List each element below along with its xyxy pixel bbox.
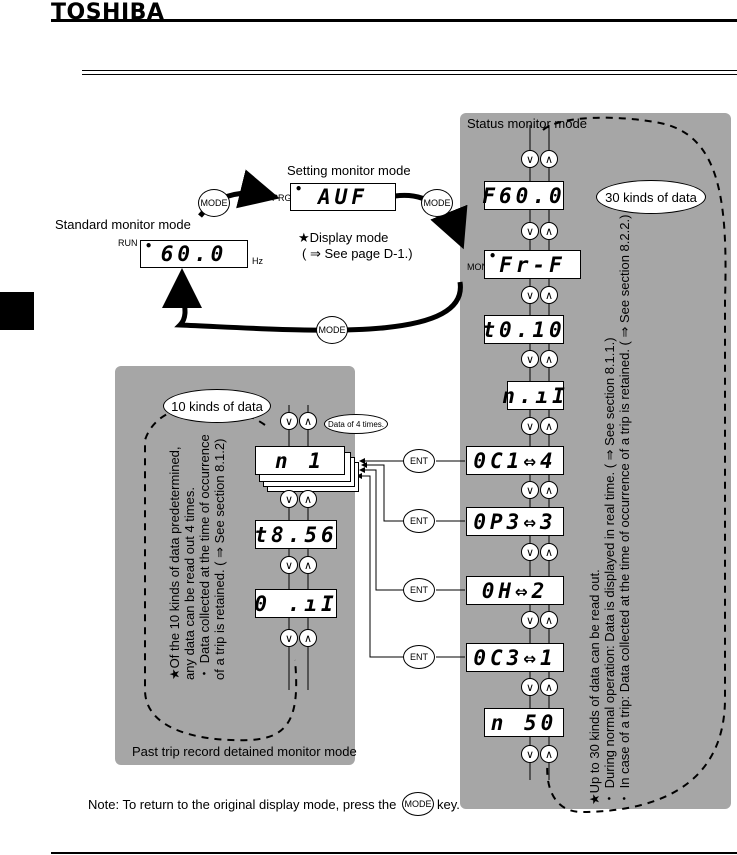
section-rule-lower — [82, 74, 737, 75]
down-button[interactable]: ∨ — [521, 350, 539, 368]
footer-mode-button[interactable]: MODE — [402, 792, 434, 816]
status-display-5: 0C1⇔4 — [466, 446, 564, 475]
see-page-note: ( ⇒ See page D-1.) — [302, 246, 413, 261]
status-display-1: F60.0 — [482, 181, 564, 210]
down-button[interactable]: ∨ — [521, 417, 539, 435]
up-button[interactable]: ∧ — [540, 286, 558, 304]
section-rule — [82, 70, 737, 71]
up-button[interactable]: ∧ — [299, 556, 317, 574]
status-display-9: n 50 — [484, 708, 564, 737]
status-note-1: ★Up to 30 kinds of data can be read out. — [587, 569, 602, 805]
past-note-3: ・ Data collected at the time of occurren… — [197, 434, 212, 680]
ent-button-1[interactable]: ENT — [403, 449, 435, 473]
status-display-6: 0P3⇔3 — [466, 507, 564, 536]
up-button[interactable]: ∧ — [540, 481, 558, 499]
standard-value: 60.0 — [160, 242, 228, 266]
mode-button-2[interactable]: MODE — [421, 189, 453, 217]
status-display-3: t0.10 — [482, 315, 564, 344]
up-button[interactable]: ∧ — [540, 350, 558, 368]
ent-button-4[interactable]: ENT — [403, 645, 435, 669]
down-button[interactable]: ∨ — [521, 543, 539, 561]
down-button[interactable]: ∨ — [280, 412, 298, 430]
up-button[interactable]: ∧ — [540, 150, 558, 168]
status-display-7: 0H⇔2 — [466, 576, 564, 605]
up-button[interactable]: ∧ — [299, 490, 317, 508]
past-note-1: ★Of the 10 kinds of data predetermined, — [167, 446, 182, 680]
footer-note-key: key. — [437, 797, 460, 812]
standard-title: Standard monitor mode — [55, 217, 191, 232]
past-display-2: t8.56 — [254, 520, 337, 549]
status-display-4: n.ıI — [502, 381, 565, 410]
up-button[interactable]: ∧ — [540, 222, 558, 240]
display-mode-note: ★Display mode — [298, 230, 389, 245]
up-button[interactable]: ∧ — [540, 543, 558, 561]
mode-button-1[interactable]: MODE — [198, 189, 230, 217]
down-button[interactable]: ∨ — [280, 490, 298, 508]
status-display-2: •Fr-F — [484, 249, 581, 279]
ent-button-3[interactable]: ENT — [403, 578, 435, 602]
status-title: Status monitor mode — [467, 116, 587, 131]
footer-note: Note: To return to the original display … — [88, 797, 396, 812]
down-button[interactable]: ∨ — [521, 286, 539, 304]
setting-value: AUF — [318, 185, 368, 209]
standard-display: •60.0 — [140, 239, 248, 268]
mode-button-3[interactable]: MODE — [316, 316, 348, 344]
past-note-2: any data can be read out 4 times. — [182, 487, 197, 680]
up-button[interactable]: ∧ — [540, 417, 558, 435]
down-button[interactable]: ∨ — [280, 629, 298, 647]
status-kinds-oval: 30 kinds of data — [596, 180, 706, 214]
setting-title: Setting monitor mode — [287, 163, 411, 178]
down-button[interactable]: ∨ — [521, 611, 539, 629]
prg-label: PRG — [272, 193, 292, 203]
setting-display: •AUF — [290, 182, 396, 211]
hz-label: Hz — [252, 256, 263, 266]
status-display-8: 0C3⇔1 — [466, 643, 564, 672]
down-button[interactable]: ∨ — [521, 150, 539, 168]
past-note-4: of a trip is retained. ( ⇒ See section 8… — [212, 438, 227, 680]
down-button[interactable]: ∨ — [521, 745, 539, 763]
footer-note-before: Note: To return to the original display … — [88, 797, 397, 812]
run-label: RUN — [118, 238, 138, 248]
status-display-2-value: Fr-F — [499, 252, 566, 277]
past-display-3: 0 .ıI — [254, 589, 337, 618]
down-button[interactable]: ∨ — [521, 222, 539, 240]
past-display-1: n 1 — [255, 446, 345, 475]
down-button[interactable]: ∨ — [521, 678, 539, 696]
chapter-tab — [0, 292, 34, 330]
past-kinds-oval: 10 kinds of data — [163, 389, 271, 423]
data-4-times-oval: Data of 4 times. — [324, 414, 388, 434]
status-note-3: ・ In case of a trip: Data collected at t… — [617, 214, 632, 805]
up-button[interactable]: ∧ — [299, 629, 317, 647]
up-button[interactable]: ∧ — [540, 678, 558, 696]
up-button[interactable]: ∧ — [540, 745, 558, 763]
status-note-2: ・ During normal operation: Data is displ… — [602, 337, 617, 805]
mon-label: MON — [467, 262, 488, 272]
footer-rule — [51, 852, 737, 854]
up-button[interactable]: ∧ — [299, 412, 317, 430]
header-rule — [51, 19, 737, 22]
down-button[interactable]: ∨ — [280, 556, 298, 574]
past-title: Past trip record detained monitor mode — [132, 744, 357, 759]
up-button[interactable]: ∧ — [540, 611, 558, 629]
ent-button-2[interactable]: ENT — [403, 509, 435, 533]
down-button[interactable]: ∨ — [521, 481, 539, 499]
